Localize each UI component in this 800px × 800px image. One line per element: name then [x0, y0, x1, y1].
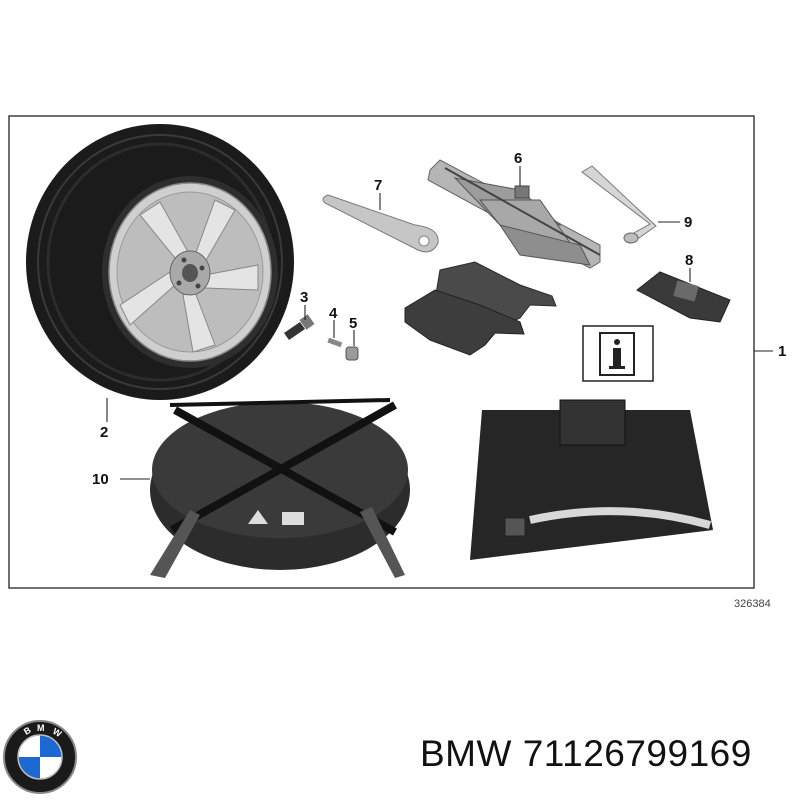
callout-5: 5 [349, 315, 357, 332]
leader-lines [106, 166, 773, 480]
svg-text:B: B [22, 725, 33, 737]
svg-text:M: M [37, 723, 45, 733]
callout-4: 4 [329, 305, 338, 322]
reference-number: 326384 [734, 598, 771, 610]
callout-1: 1 [778, 343, 786, 360]
hex-key [581, 165, 657, 244]
valve-core [327, 337, 343, 348]
info-symbol-icon [582, 325, 654, 382]
bmw-logo-icon: B M W [3, 720, 77, 794]
mounting-bracket [636, 271, 731, 323]
valve-cap [345, 346, 359, 361]
callout-10: 10 [92, 471, 109, 488]
work-gloves [404, 261, 557, 356]
tool-roll-bag [470, 399, 713, 560]
callout-3: 3 [300, 289, 308, 306]
callout-8: 8 [685, 252, 693, 269]
callout-2: 2 [100, 424, 108, 441]
valve-stem [284, 314, 315, 340]
callout-7: 7 [374, 177, 382, 194]
wheel-storage-bag [150, 398, 410, 578]
spare-wheel [26, 124, 294, 400]
part-number-label: BMW 71126799169 [420, 733, 752, 774]
callout-9: 9 [684, 214, 692, 231]
diagram-frame [8, 115, 755, 589]
car-jack [427, 159, 601, 269]
callout-6: 6 [514, 150, 522, 167]
wheel-wrench [322, 194, 439, 253]
